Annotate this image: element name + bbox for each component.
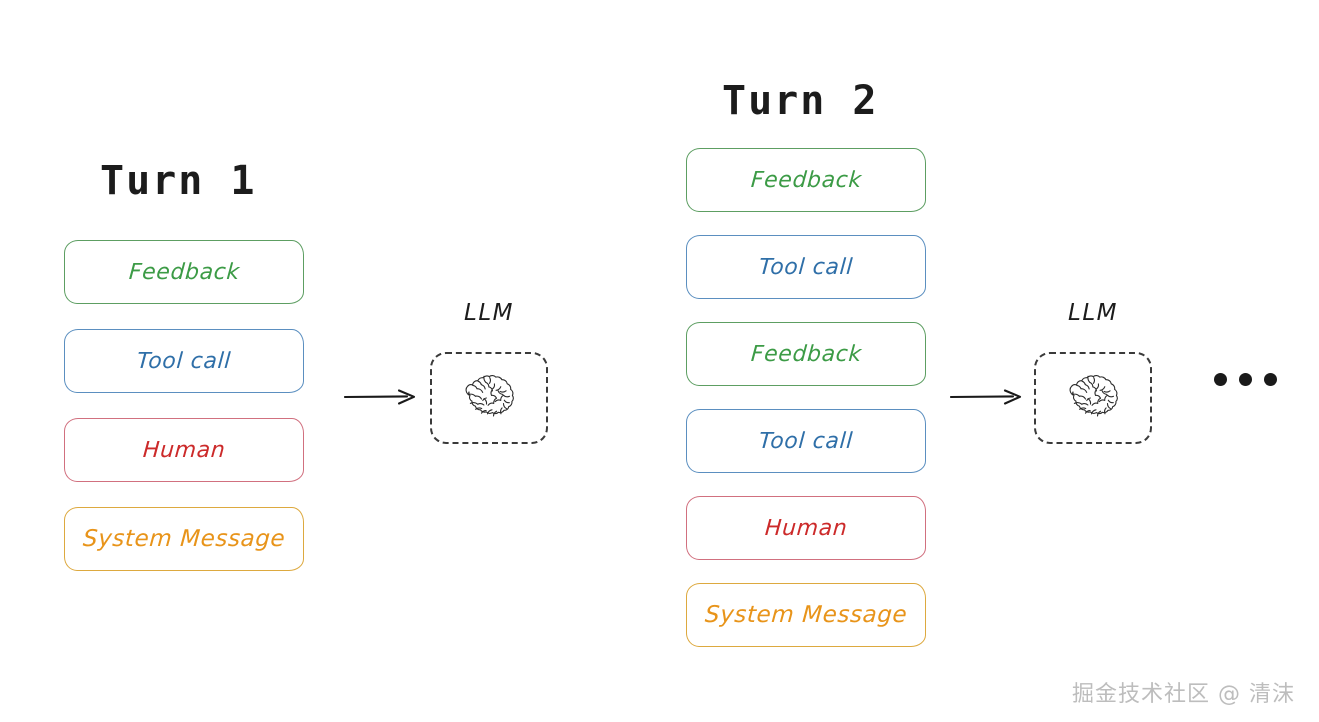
turn1-message-feedback-1[interactable]: Feedback: [64, 240, 304, 304]
message-label: Human: [141, 437, 227, 463]
ellipsis-dot: [1214, 373, 1227, 386]
message-label: Tool call: [758, 428, 854, 454]
ellipsis-dot: [1239, 373, 1252, 386]
message-label: Feedback: [749, 341, 863, 367]
turn1-message-system[interactable]: System Message: [64, 507, 304, 571]
llm-label: LLM: [464, 300, 514, 326]
message-label: Tool call: [758, 254, 854, 280]
turn2-message-feedback-1[interactable]: Feedback: [686, 148, 926, 212]
arrow-right-icon-turn2: [949, 386, 1026, 413]
turn2-message-human[interactable]: Human: [686, 496, 926, 560]
ellipsis-dot: [1264, 373, 1277, 386]
message-label: System Message: [703, 602, 909, 628]
message-label: Tool call: [136, 348, 232, 374]
turn-2-message-stack: Feedback Tool call Feedback Tool call Hu…: [686, 148, 926, 647]
llm-box-turn1[interactable]: [430, 352, 548, 444]
llm-label: LLM: [1068, 300, 1118, 326]
continuation-ellipsis: [1214, 373, 1277, 386]
arrow-right-icon-turn1: [343, 386, 420, 413]
turn1-message-human[interactable]: Human: [64, 418, 304, 482]
watermark: 掘金技术社区 @ 清沫: [1072, 682, 1295, 707]
turn2-message-feedback-2[interactable]: Feedback: [686, 322, 926, 386]
brain-icon: [1064, 373, 1122, 424]
message-label: Feedback: [127, 259, 241, 285]
turn1-message-tool-call-1[interactable]: Tool call: [64, 329, 304, 393]
turn-1-title: Turn 1: [100, 158, 257, 204]
turn-2-title: Turn 2: [722, 78, 879, 124]
turn2-message-tool-call-1[interactable]: Tool call: [686, 235, 926, 299]
turn2-message-system[interactable]: System Message: [686, 583, 926, 647]
message-label: Human: [763, 515, 849, 541]
llm-box-turn2[interactable]: [1034, 352, 1152, 444]
turn2-message-tool-call-2[interactable]: Tool call: [686, 409, 926, 473]
brain-icon: [460, 373, 518, 424]
turn-1-message-stack: Feedback Tool call Human System Message: [64, 240, 304, 571]
message-label: Feedback: [749, 167, 863, 193]
message-label: System Message: [81, 526, 287, 552]
